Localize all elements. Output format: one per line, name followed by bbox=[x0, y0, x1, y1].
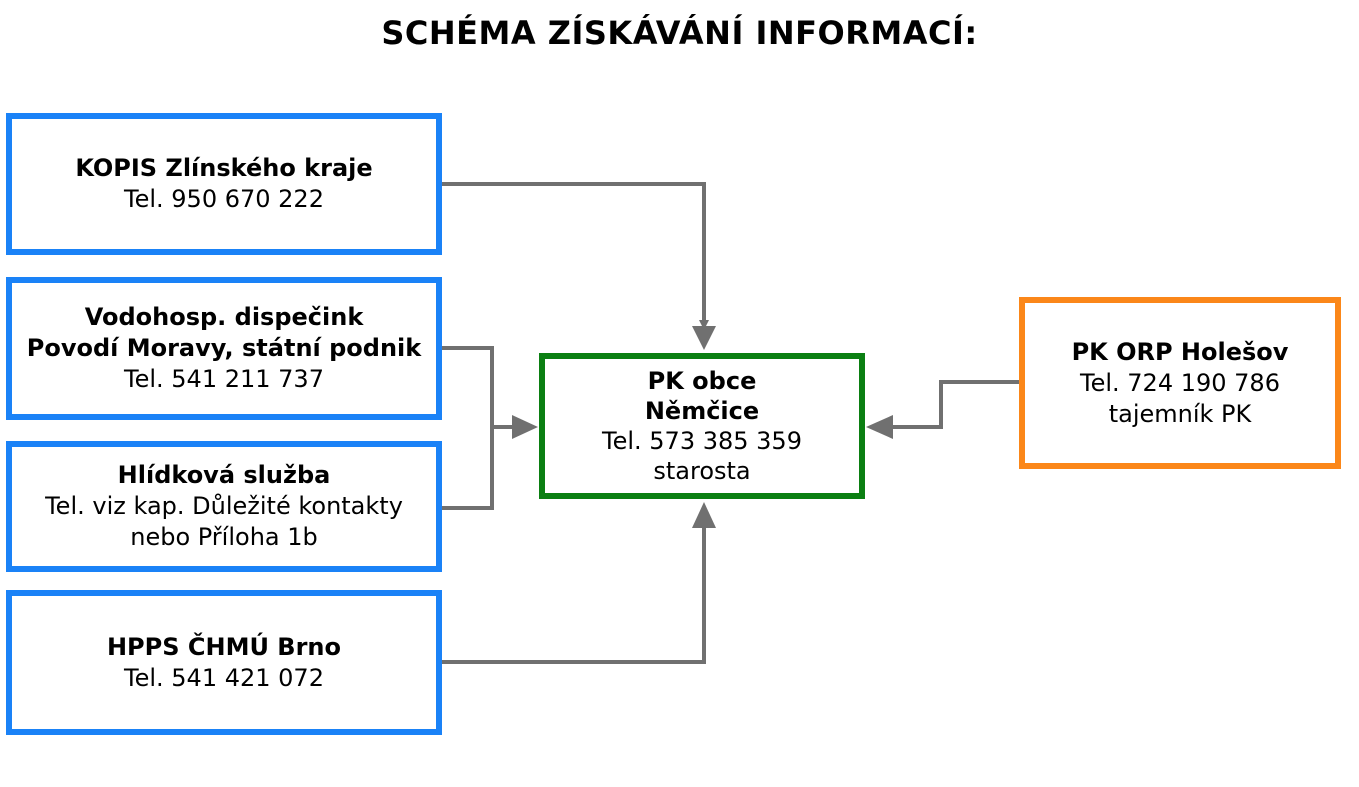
source-name: Hlídková služba bbox=[117, 461, 331, 489]
source-box-kopis: KOPIS Zlínského kraje Tel. 950 670 222 bbox=[6, 113, 442, 255]
arrow-left-into-center bbox=[866, 415, 893, 439]
source-phone: Tel. 950 670 222 bbox=[124, 185, 324, 213]
side-phone: Tel. 724 190 786 bbox=[1080, 368, 1280, 397]
side-name: PK ORP Holešov bbox=[1071, 337, 1289, 366]
side-role: tajemník PK bbox=[1108, 399, 1252, 428]
source-phone: Tel. 541 421 072 bbox=[124, 663, 324, 692]
source-name: KOPIS Zlínského kraje bbox=[75, 154, 373, 182]
source-name: HPPS ČHMÚ Brno bbox=[106, 632, 342, 661]
side-box-pk-orp: PK ORP Holešov Tel. 724 190 786 tajemník… bbox=[1019, 297, 1341, 469]
connector-holesov-to-center bbox=[890, 380, 1022, 429]
source-name: Vodohosp. dispečink bbox=[84, 303, 364, 331]
source-box-hpps: HPPS ČHMÚ Brno Tel. 541 421 072 bbox=[6, 590, 442, 735]
diagram-title: SCHÉMA ZÍSKÁVÁNÍ INFORMACÍ: bbox=[381, 14, 978, 52]
connector-kopis-to-center bbox=[441, 182, 709, 330]
center-role: starosta bbox=[653, 457, 751, 485]
center-box-pk-obce: PK obce Němčice Tel. 573 385 359 starost… bbox=[539, 353, 865, 499]
source-phone: Tel. 541 211 737 bbox=[124, 365, 324, 393]
arrow-right-into-center bbox=[512, 415, 538, 439]
connector-dispecink-to-join bbox=[441, 346, 494, 510]
source-name-line-2: Povodí Moravy, státní podnik bbox=[26, 334, 422, 362]
source-phone-note: nebo Příloha 1b bbox=[130, 523, 318, 551]
connector-hpps-to-center bbox=[441, 528, 706, 664]
source-box-hlidkova-sluzba: Hlídková služba Tel. viz kap. Důležité k… bbox=[6, 441, 442, 572]
arrow-down-into-center bbox=[692, 326, 716, 350]
source-phone: Tel. viz kap. Důležité kontakty bbox=[45, 492, 403, 520]
arrow-up-into-center bbox=[692, 502, 716, 528]
source-box-dispecink: Vodohosp. dispečink Povodí Moravy, státn… bbox=[6, 277, 442, 420]
center-name: PK obce bbox=[647, 367, 757, 395]
center-name-line-2: Němčice bbox=[644, 397, 760, 425]
center-phone: Tel. 573 385 359 bbox=[602, 427, 802, 455]
